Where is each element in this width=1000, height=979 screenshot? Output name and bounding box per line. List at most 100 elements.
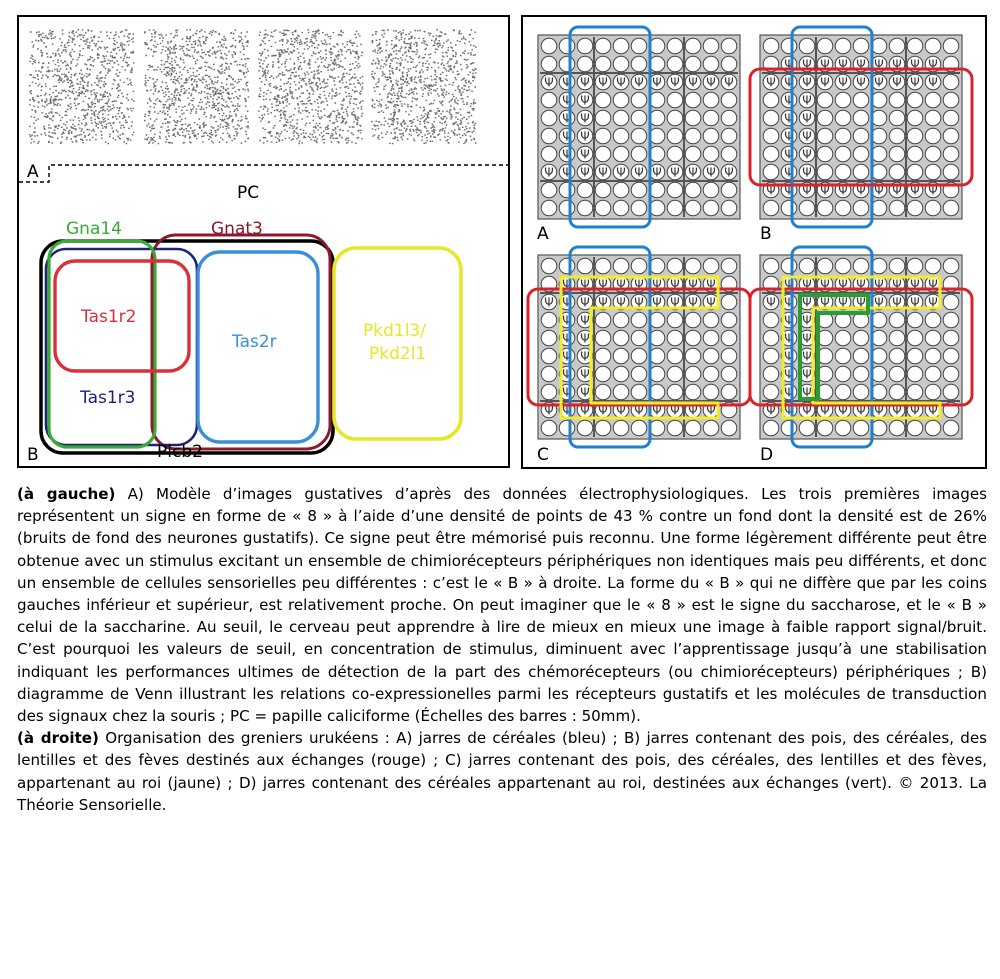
svg-text:Ψ: Ψ — [820, 76, 829, 90]
svg-text:Ψ: Ψ — [652, 296, 661, 310]
granary-label-d: D — [760, 445, 773, 465]
left-figure-svg: A PC Gna14 Gnat3 Tas1r2 Tas1r3 Tas2r Pkd… — [19, 29, 508, 465]
svg-text:Ψ: Ψ — [784, 296, 793, 310]
svg-text:Ψ: Ψ — [766, 184, 775, 198]
tas1r3-set — [44, 247, 199, 447]
svg-text:Ψ: Ψ — [802, 184, 811, 198]
caption-left-heading: (à gauche) — [17, 485, 116, 503]
svg-text:Ψ: Ψ — [784, 166, 793, 180]
svg-text:Ψ: Ψ — [784, 94, 793, 108]
svg-text:Ψ: Ψ — [616, 296, 625, 310]
panel-b-label: B — [27, 445, 39, 465]
svg-text:Ψ: Ψ — [598, 278, 607, 292]
svg-text:Ψ: Ψ — [616, 76, 625, 90]
svg-text:Ψ: Ψ — [706, 166, 715, 180]
svg-text:Ψ: Ψ — [688, 166, 697, 180]
venn-diagram: Gna14 Gnat3 Tas1r2 Tas1r3 Tas2r Pkd1l3/ … — [39, 219, 463, 462]
svg-text:Ψ: Ψ — [634, 278, 643, 292]
svg-text:Ψ: Ψ — [670, 278, 679, 292]
svg-text:Ψ: Ψ — [838, 296, 847, 310]
svg-text:Ψ: Ψ — [892, 76, 901, 90]
svg-text:Ψ: Ψ — [874, 404, 883, 418]
svg-text:Ψ: Ψ — [838, 404, 847, 418]
svg-text:Ψ: Ψ — [784, 314, 793, 328]
svg-text:Ψ: Ψ — [910, 184, 919, 198]
svg-text:Ψ: Ψ — [820, 404, 829, 418]
pc-label: PC — [237, 183, 259, 203]
pkd-label-line1: Pkd1l3/ — [363, 321, 426, 341]
svg-text:Ψ: Ψ — [802, 58, 811, 72]
svg-text:Ψ: Ψ — [562, 148, 571, 162]
svg-text:Ψ: Ψ — [820, 278, 829, 292]
svg-text:Ψ: Ψ — [820, 58, 829, 72]
caption-right-heading: (à droite) — [17, 729, 99, 748]
svg-text:Ψ: Ψ — [562, 332, 571, 346]
svg-text:Ψ: Ψ — [580, 112, 589, 126]
panel-a-separator — [19, 164, 508, 183]
svg-text:Ψ: Ψ — [874, 184, 883, 198]
gnat3-set — [150, 233, 332, 451]
svg-text:Ψ: Ψ — [766, 404, 775, 418]
dot-image-1 — [29, 29, 135, 145]
svg-text:Ψ: Ψ — [910, 296, 919, 310]
svg-text:Ψ: Ψ — [544, 404, 553, 418]
svg-text:Ψ: Ψ — [784, 148, 793, 162]
svg-text:Ψ: Ψ — [892, 296, 901, 310]
svg-text:Ψ: Ψ — [706, 296, 715, 310]
svg-text:Ψ: Ψ — [784, 368, 793, 382]
svg-text:Ψ: Ψ — [856, 278, 865, 292]
svg-text:Ψ: Ψ — [784, 58, 793, 72]
svg-text:Ψ: Ψ — [670, 166, 679, 180]
svg-text:Ψ: Ψ — [544, 166, 553, 180]
svg-text:Ψ: Ψ — [892, 278, 901, 292]
svg-text:Ψ: Ψ — [802, 166, 811, 180]
gna14-set — [47, 239, 157, 449]
svg-text:Ψ: Ψ — [928, 404, 937, 418]
svg-text:Ψ: Ψ — [616, 278, 625, 292]
svg-text:Ψ: Ψ — [784, 76, 793, 90]
svg-text:Ψ: Ψ — [784, 350, 793, 364]
svg-text:Ψ: Ψ — [580, 76, 589, 90]
svg-text:Ψ: Ψ — [910, 76, 919, 90]
svg-text:Ψ: Ψ — [670, 404, 679, 418]
svg-text:Ψ: Ψ — [874, 296, 883, 310]
svg-text:Ψ: Ψ — [802, 350, 811, 364]
svg-text:Ψ: Ψ — [910, 404, 919, 418]
svg-text:Ψ: Ψ — [562, 166, 571, 180]
svg-text:Ψ: Ψ — [820, 296, 829, 310]
panel-a-label: A — [27, 162, 39, 182]
svg-text:Ψ: Ψ — [838, 278, 847, 292]
svg-text:Ψ: Ψ — [634, 76, 643, 90]
svg-text:Ψ: Ψ — [562, 130, 571, 144]
svg-text:Ψ: Ψ — [652, 278, 661, 292]
tas2r-label: Tas2r — [231, 332, 277, 352]
svg-text:Ψ: Ψ — [802, 76, 811, 90]
svg-text:Ψ: Ψ — [820, 184, 829, 198]
svg-text:Ψ: Ψ — [544, 296, 553, 310]
svg-text:Ψ: Ψ — [802, 94, 811, 108]
svg-text:Ψ: Ψ — [784, 404, 793, 418]
svg-text:Ψ: Ψ — [652, 76, 661, 90]
pkd-label-line2: Pkd2l1 — [369, 344, 426, 364]
svg-text:Ψ: Ψ — [766, 76, 775, 90]
gna14-label: Gna14 — [66, 219, 122, 239]
svg-text:Ψ: Ψ — [562, 296, 571, 310]
svg-text:Ψ: Ψ — [562, 368, 571, 382]
svg-text:Ψ: Ψ — [562, 76, 571, 90]
svg-text:Ψ: Ψ — [706, 404, 715, 418]
plcb2-label: Plcb2 — [157, 442, 203, 462]
svg-text:Ψ: Ψ — [802, 112, 811, 126]
svg-text:Ψ: Ψ — [874, 278, 883, 292]
svg-text:Ψ: Ψ — [580, 332, 589, 346]
svg-text:Ψ: Ψ — [688, 278, 697, 292]
svg-text:Ψ: Ψ — [802, 368, 811, 382]
svg-text:Ψ: Ψ — [856, 58, 865, 72]
svg-text:Ψ: Ψ — [784, 386, 793, 400]
svg-text:Ψ: Ψ — [706, 278, 715, 292]
svg-text:Ψ: Ψ — [634, 296, 643, 310]
svg-text:Ψ: Ψ — [688, 76, 697, 90]
svg-text:Ψ: Ψ — [652, 404, 661, 418]
svg-text:Ψ: Ψ — [580, 166, 589, 180]
